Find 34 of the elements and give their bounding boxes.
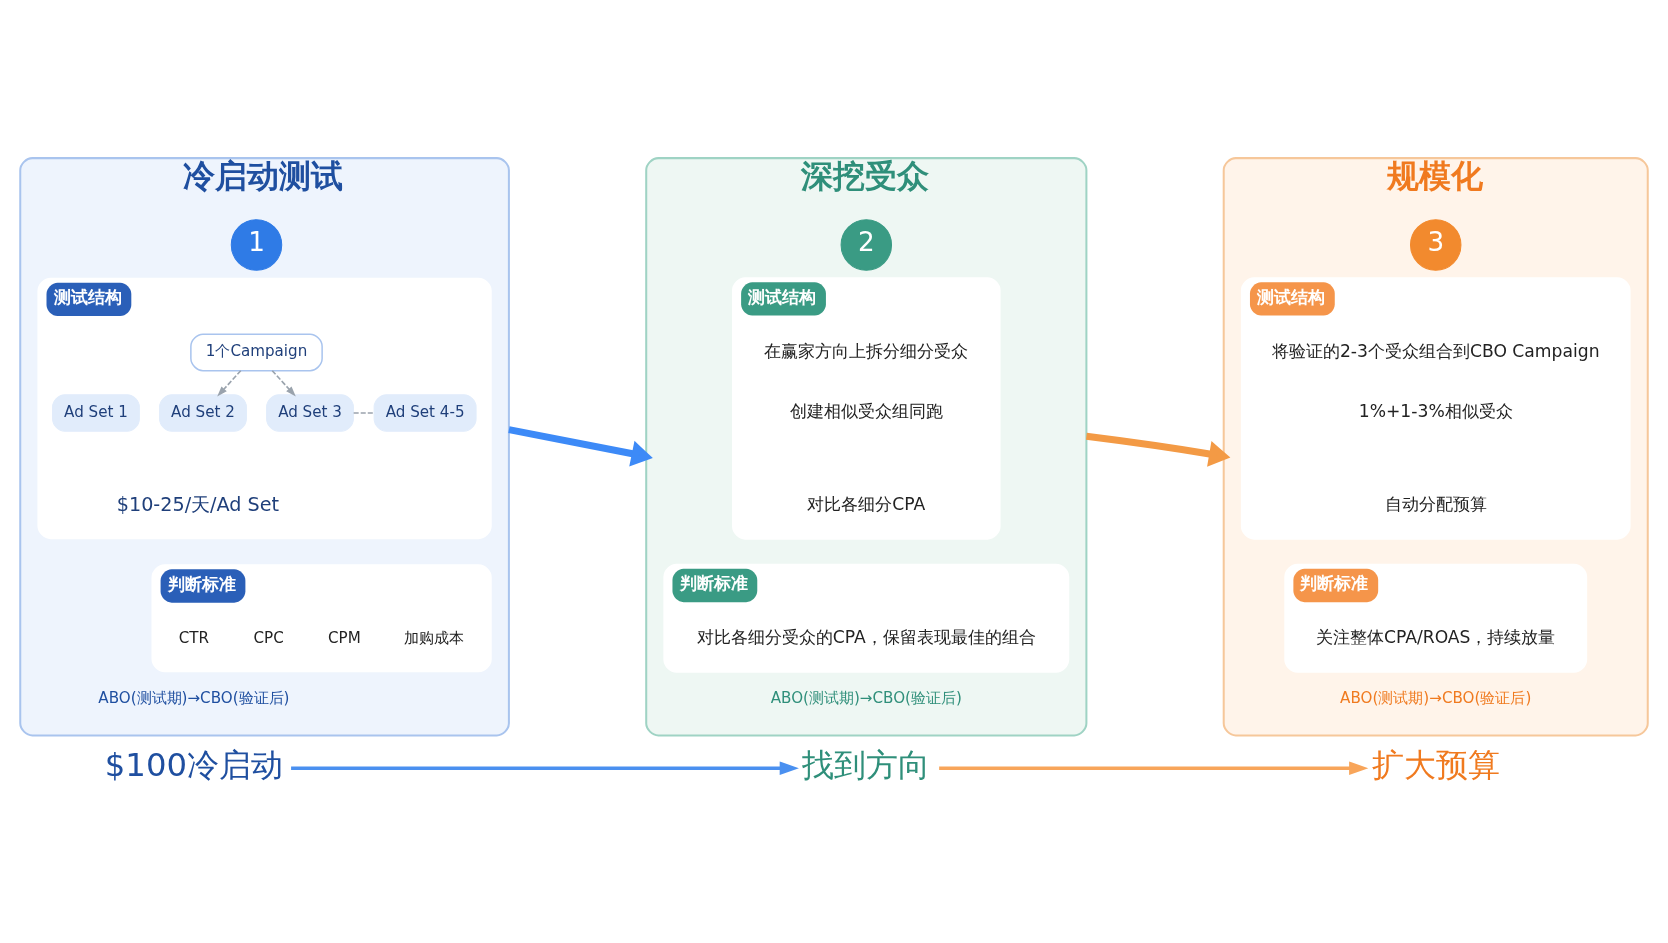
node-box: Ad Set 1 bbox=[52, 394, 140, 432]
label: ABO(测试期)→CBO(验证后) bbox=[98, 688, 290, 707]
node-text: 找到方向 bbox=[802, 746, 931, 785]
label: 关注整体CPA/ROAS，持续放量 bbox=[1315, 627, 1556, 648]
label: 在赢家方向上拆分细分受众 bbox=[764, 340, 969, 361]
connector bbox=[352, 412, 375, 414]
arrow bbox=[939, 761, 1369, 775]
label: 对比各细分CPA bbox=[807, 493, 926, 514]
label: 自动分配预算 bbox=[1384, 493, 1487, 514]
label: $10-25/天/Ad Set bbox=[116, 492, 280, 516]
label: 将验证的2-3个受众组合到CBO Campaign bbox=[1271, 340, 1600, 361]
node-box: 1个Campaign bbox=[190, 333, 323, 372]
node-text: $100冷启动 bbox=[104, 746, 284, 785]
node-circle: 2 bbox=[840, 219, 893, 271]
node-box: Ad Set 4-5 bbox=[373, 394, 477, 432]
node-box: Ad Set 2 bbox=[159, 394, 247, 432]
node-box: Ad Set 3 bbox=[266, 394, 354, 432]
node-circle: 1 bbox=[230, 219, 283, 271]
label: 对比各细分受众的CPA，保留表现最佳的组合 bbox=[696, 627, 1036, 648]
label: ABO(测试期)→CBO(验证后) bbox=[1340, 688, 1532, 707]
arrow bbox=[271, 369, 296, 397]
label: CTR bbox=[178, 628, 210, 647]
node-text: 扩大预算 bbox=[1371, 746, 1500, 785]
arrow bbox=[217, 369, 242, 397]
node-circle: 3 bbox=[1410, 219, 1462, 271]
arrow bbox=[1085, 432, 1231, 467]
arrow bbox=[508, 426, 653, 467]
arrow bbox=[291, 761, 799, 775]
label: CPC bbox=[253, 628, 284, 647]
label: CPM bbox=[327, 628, 361, 647]
label: ABO(测试期)→CBO(验证后) bbox=[770, 688, 962, 707]
label: 1%+1-3%相似受众 bbox=[1358, 401, 1513, 422]
label: 加购成本 bbox=[404, 628, 465, 647]
label: 创建相似受众组同跑 bbox=[789, 401, 943, 422]
